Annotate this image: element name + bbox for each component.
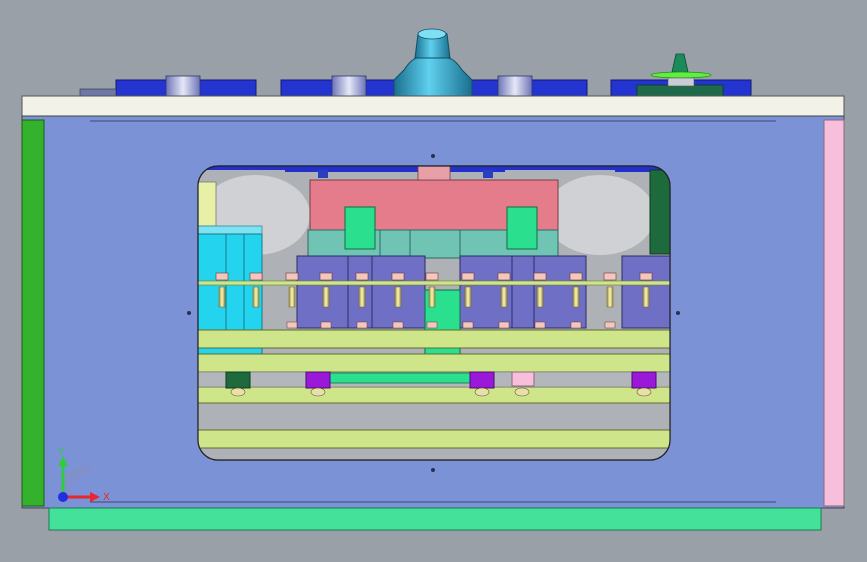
locating-holes [187, 154, 680, 472]
bolt-nut [604, 321, 616, 329]
bolt-head [569, 272, 583, 281]
bolt-nut [462, 321, 474, 329]
bolt-nut [426, 321, 438, 329]
y-axis-label: Y [57, 447, 65, 458]
bolt-nut [320, 321, 332, 329]
bolt-nut [498, 321, 510, 329]
right-side-plate [823, 119, 845, 507]
left-side-plate [21, 119, 45, 507]
x-axis-label: X [103, 492, 110, 503]
bolt-head [215, 272, 229, 281]
bolt-shank [464, 286, 472, 308]
bolts [215, 272, 653, 329]
coordinate-triad[interactable]: Y X [57, 447, 110, 503]
bolt-shank [358, 286, 366, 308]
origin-marker [58, 492, 68, 502]
bolt-head [497, 272, 511, 281]
bolt-head [639, 272, 653, 281]
die-shank-knob [393, 28, 473, 97]
top-plate [21, 95, 845, 117]
bolt-head [603, 272, 617, 281]
bolt-head [249, 272, 263, 281]
bolt-head [461, 272, 475, 281]
bolt-head [285, 272, 299, 281]
bolt-shank [642, 286, 650, 308]
bolt-head [533, 272, 547, 281]
bolt-shank [218, 286, 226, 308]
bolt-head [391, 272, 405, 281]
bolt-head [355, 272, 369, 281]
bolt-nut [286, 321, 298, 329]
bolt-shank [322, 286, 330, 308]
inspection-window [197, 165, 671, 461]
bottom-base-plate [48, 507, 822, 531]
bolt-shank [252, 286, 260, 308]
bolt-shank [428, 286, 436, 308]
bolt-head [319, 272, 333, 281]
bolt-shank [572, 286, 580, 308]
bolt-nut [356, 321, 368, 329]
bolt-shank [288, 286, 296, 308]
bolt-nut [392, 321, 404, 329]
guide-bushings [165, 75, 533, 97]
bolt-shank [606, 286, 614, 308]
bolt-shank [394, 286, 402, 308]
bolt-nut [534, 321, 546, 329]
bolt-head [425, 272, 439, 281]
bolt-shank [536, 286, 544, 308]
bolt-nut [570, 321, 582, 329]
bolt-shank [500, 286, 508, 308]
ejector-pin-top [650, 53, 712, 87]
